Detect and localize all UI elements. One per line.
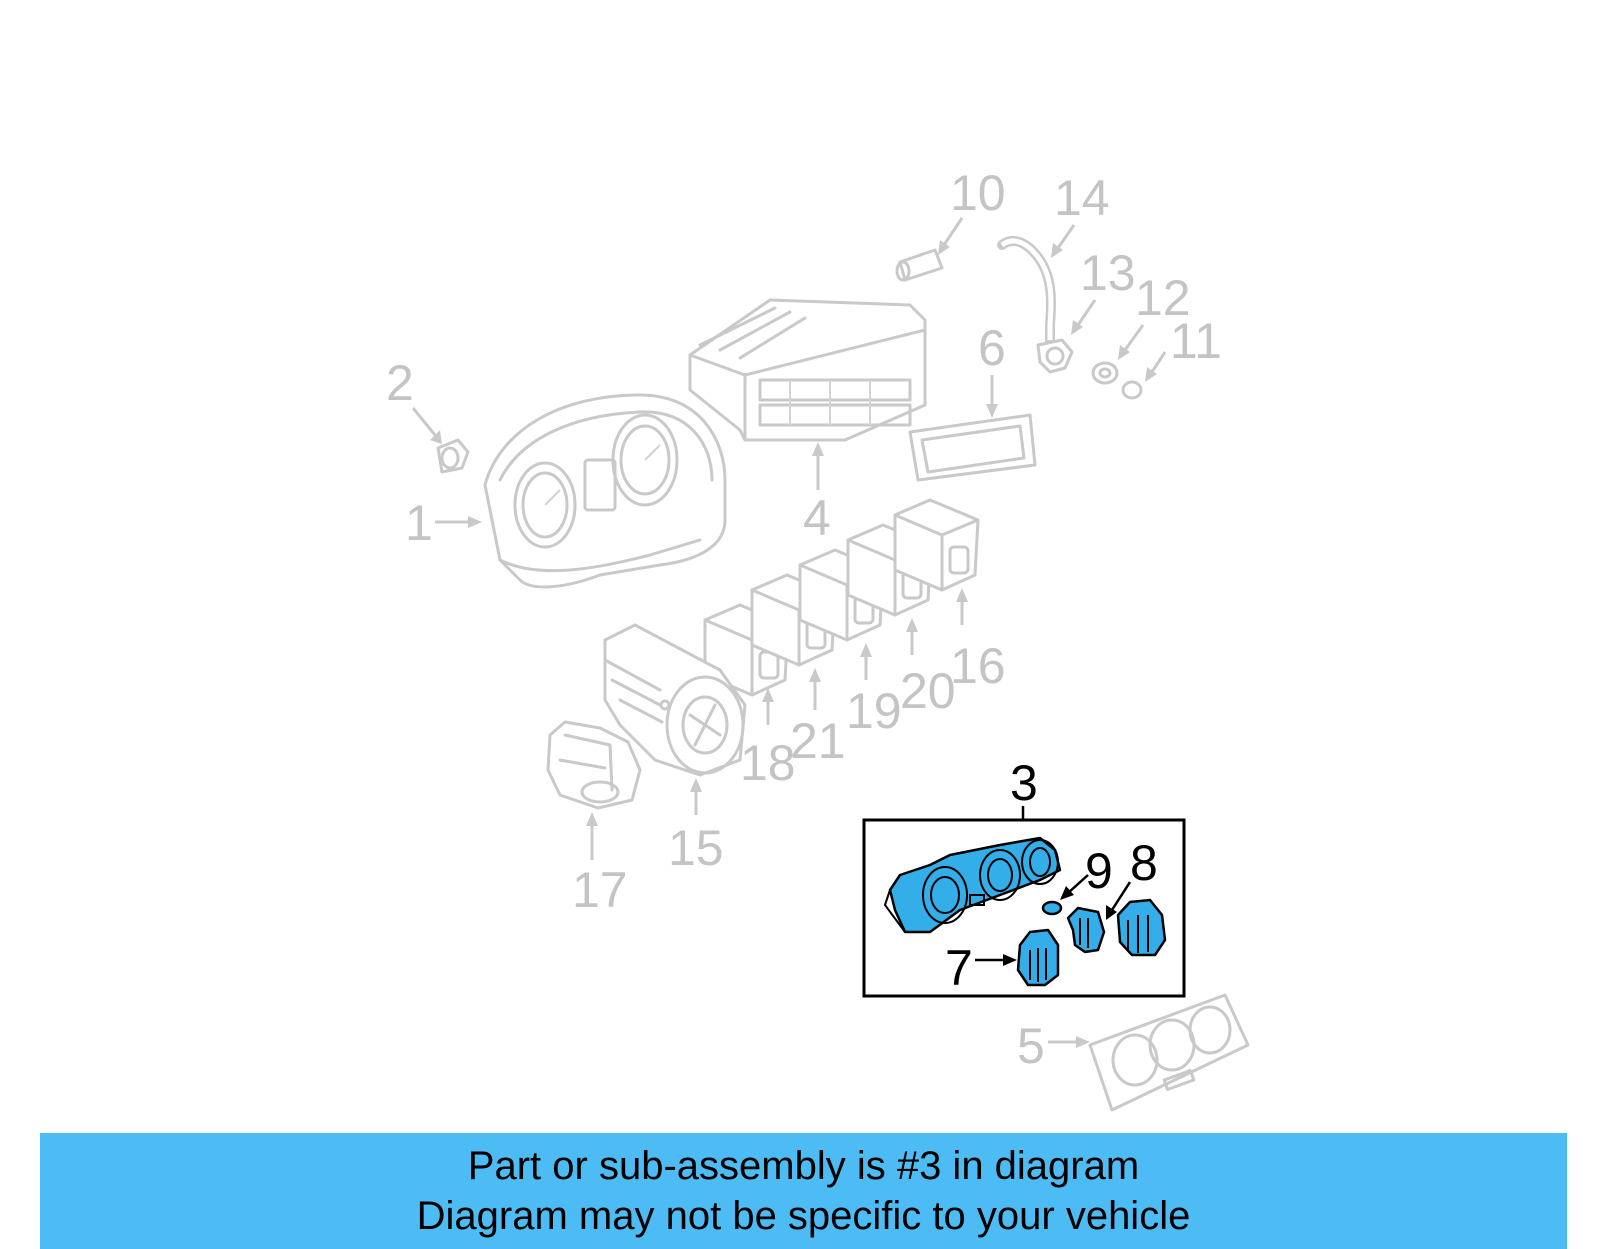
callout-10: 10 (938, 165, 1006, 255)
part-16-switch[interactable] (893, 498, 980, 592)
callout-6-label: 6 (978, 320, 1006, 376)
callout-11-label: 11 (1170, 313, 1222, 369)
callout-18-label: 18 (740, 735, 796, 791)
part-14-wire-harness[interactable] (997, 236, 1056, 345)
callout-20: 20 (900, 618, 956, 719)
part-8-knob-right[interactable] (1116, 898, 1167, 957)
callout-21-label: 21 (790, 713, 846, 769)
callout-20-label: 20 (900, 663, 956, 719)
callout-3: 3 (1010, 755, 1038, 820)
callout-8-label: 8 (1130, 835, 1158, 891)
part-12-washer[interactable] (1091, 361, 1119, 385)
callout-21: 21 (790, 668, 846, 769)
callout-2: 2 (386, 355, 442, 444)
callout-14: 14 (1051, 170, 1110, 258)
part-4-control-module[interactable] (688, 298, 927, 442)
callout-16-label: 16 (950, 638, 1006, 694)
callout-13-label: 13 (1080, 245, 1136, 301)
callout-18: 18 (740, 688, 796, 791)
callout-2-label: 2 (386, 355, 414, 411)
caption-line-1: Part or sub-assembly is #3 in diagram (467, 1144, 1140, 1188)
callout-17-label: 17 (572, 862, 628, 918)
part-11-o-ring[interactable] (1121, 380, 1143, 400)
callout-7: 7 (945, 940, 1017, 996)
callout-9-label: 9 (1085, 843, 1113, 899)
part-6-trim-panel[interactable] (908, 413, 1037, 482)
caption-line-2: Diagram may not be specific to your vehi… (416, 1194, 1191, 1238)
callout-11: 11 (1145, 313, 1222, 382)
callout-16: 16 (950, 588, 1006, 694)
callout-19: 19 (846, 643, 902, 739)
part-3-climate-control-assembly[interactable] (883, 836, 1062, 934)
callout-8: 8 (1106, 835, 1158, 920)
callout-3-label: 3 (1010, 755, 1038, 811)
callout-1-label: 1 (405, 495, 433, 551)
part-7-knob[interactable] (1016, 928, 1060, 987)
part-13-socket[interactable] (1036, 338, 1074, 374)
assembly-3-box[interactable] (862, 818, 1186, 998)
callout-15-label: 15 (668, 820, 724, 876)
callout-7-label: 7 (945, 940, 973, 996)
part-2-bulb-socket[interactable] (436, 438, 470, 474)
callout-5: 5 (1017, 1018, 1090, 1074)
callout-13: 13 (1071, 245, 1136, 335)
caption-bar: Part or sub-assembly is #3 in diagram Di… (40, 1133, 1567, 1249)
callout-4: 4 (803, 442, 831, 546)
callout-12: 12 (1118, 270, 1191, 360)
callout-17: 17 (572, 812, 628, 918)
callout-10-label: 10 (950, 165, 1006, 221)
part-17-switch-block[interactable] (546, 720, 642, 810)
part-9-clip[interactable] (1041, 900, 1063, 916)
part-1-instrument-cluster[interactable] (483, 393, 727, 589)
callout-9: 9 (1060, 843, 1113, 900)
callout-4-label: 4 (803, 490, 831, 546)
part-15-headlight-switch[interactable] (603, 623, 747, 777)
callout-12-label: 12 (1135, 270, 1191, 326)
callout-19-label: 19 (846, 683, 902, 739)
callout-5-label: 5 (1017, 1018, 1045, 1074)
callout-6: 6 (978, 320, 1006, 418)
callout-15: 15 (668, 778, 724, 876)
callout-1: 1 (405, 495, 482, 551)
part-10-bulb[interactable] (895, 248, 944, 282)
part-5-climate-bezel[interactable] (1088, 993, 1250, 1112)
callout-14-label: 14 (1054, 170, 1110, 226)
part-8-knob-left[interactable] (1066, 906, 1106, 954)
